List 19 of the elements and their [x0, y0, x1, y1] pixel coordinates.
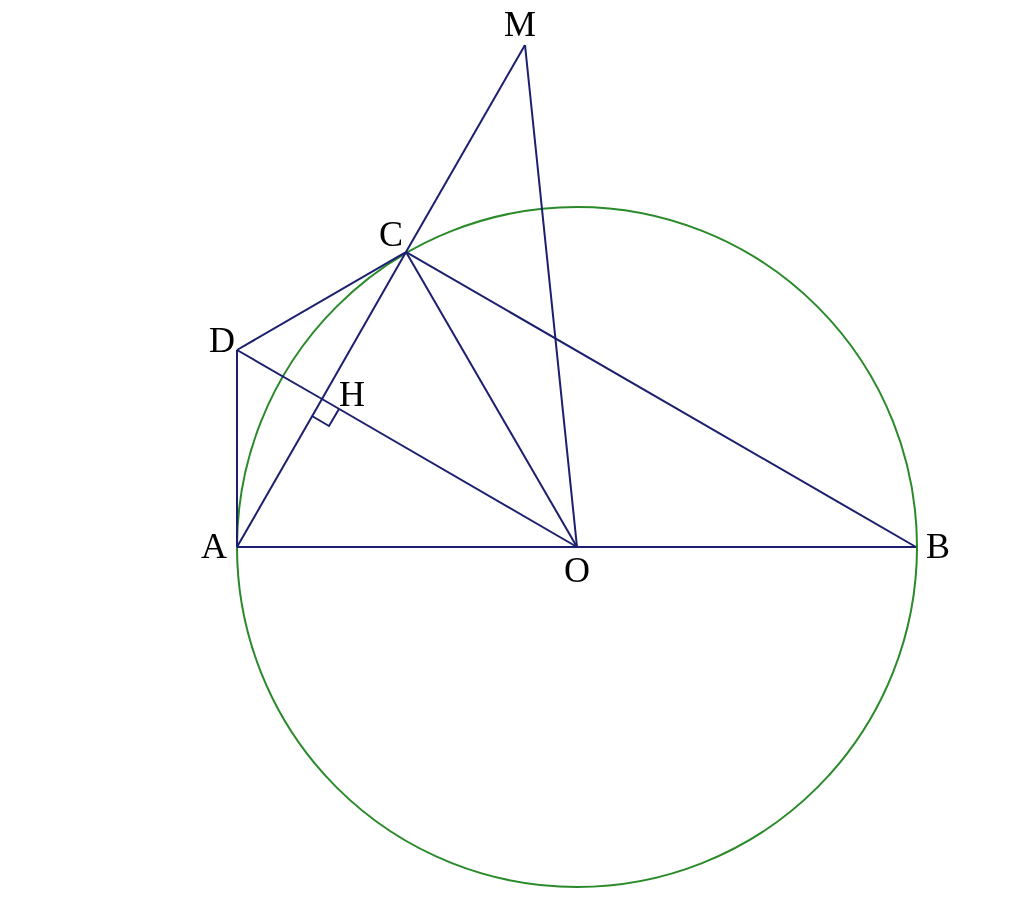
point-label: A — [201, 528, 227, 564]
line-segment — [236, 349, 238, 548]
line-segment — [524, 44, 578, 548]
line-segment — [405, 251, 578, 548]
point-label: H — [339, 376, 365, 412]
line-segment — [236, 546, 578, 548]
point-label: M — [504, 6, 536, 42]
line-segment — [236, 398, 323, 548]
point-label: C — [379, 216, 403, 252]
line-segment — [236, 251, 407, 351]
line-segment — [405, 44, 526, 253]
line-segment — [576, 546, 917, 548]
point-label: O — [564, 552, 590, 588]
line-segment — [236, 349, 323, 400]
line-segment — [405, 251, 917, 548]
line-segment — [321, 398, 578, 548]
line-segment — [321, 251, 407, 400]
point-label: D — [209, 322, 235, 358]
point-label: B — [926, 528, 950, 564]
